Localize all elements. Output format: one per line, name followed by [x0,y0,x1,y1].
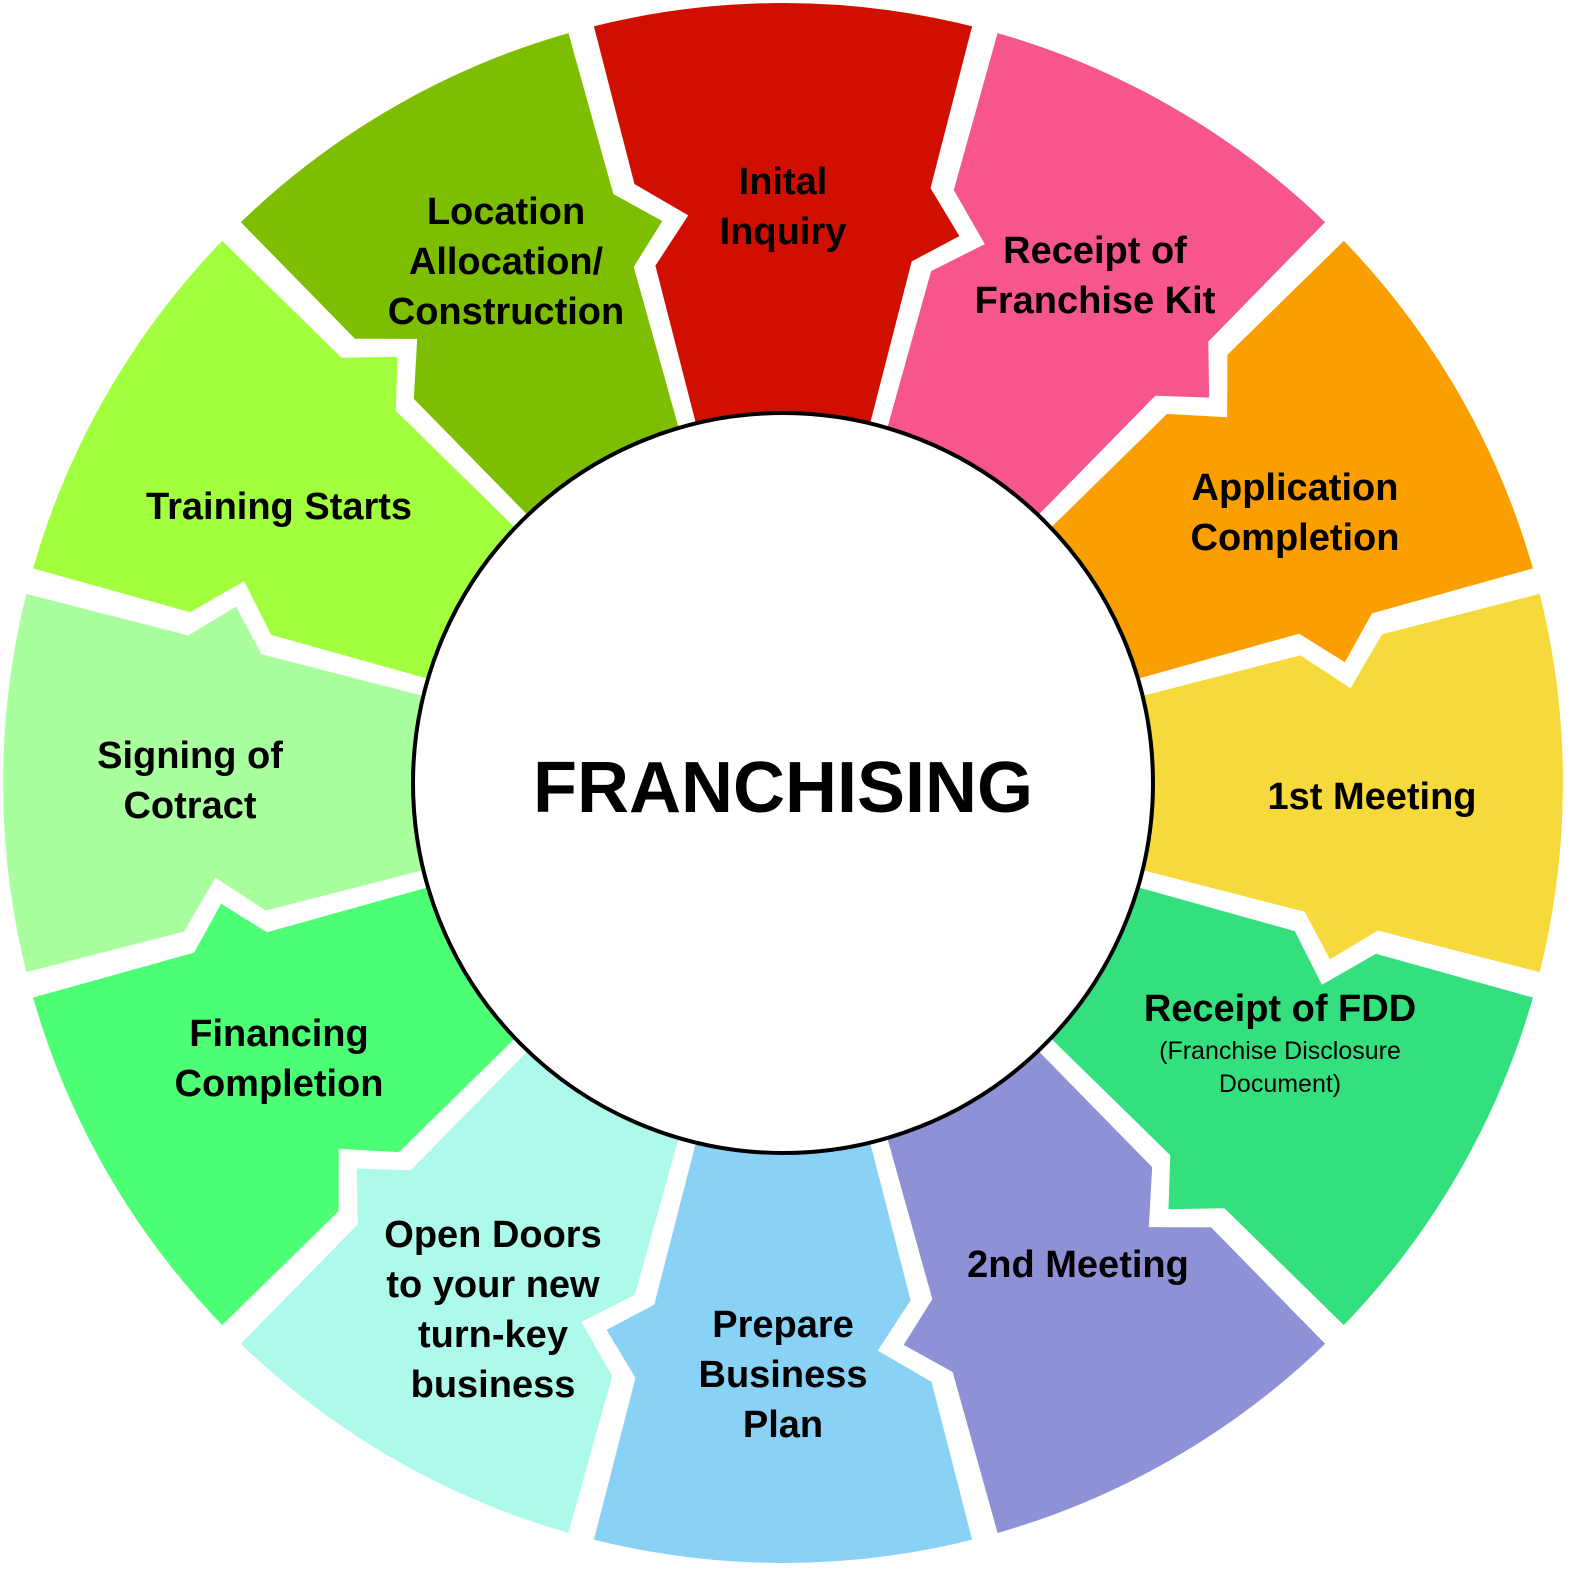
step-label-line: Signing of [97,735,283,777]
center-circle [411,411,1155,1155]
step-label: Training Starts [146,486,412,528]
step-label-line: Location [427,191,585,233]
center-title: FRANCHISING [533,748,1033,828]
step-label-line: Business [699,1354,868,1396]
step-label: 1st Meeting [1267,776,1476,818]
step-label-line: Inital [739,161,828,203]
step-label-line: Franchise Kit [975,280,1216,322]
step-sublabel-line: (Franchise Disclosure [1159,1037,1401,1065]
step-sublabel-line: Document) [1219,1070,1341,1098]
step-label-line: Prepare [712,1304,854,1346]
step-label-line: 1st Meeting [1267,776,1476,818]
step-label-line: Financing [189,1013,368,1055]
step-label-line: Receipt of [1003,230,1187,272]
step-label-line: Cotract [123,785,256,827]
step-label-line: Completion [1191,517,1400,559]
step-label-line: Plan [743,1404,823,1446]
step-label-line: 2nd Meeting [967,1244,1189,1286]
step-label-line: to your new [386,1264,600,1306]
step-label-line: Allocation/ [409,241,604,283]
step-label: Signing of Cotract [97,735,283,827]
step-label-line: Application [1192,467,1399,509]
step-label: 2nd Meeting [967,1244,1189,1286]
step-label-line: Receipt of FDD [1144,988,1416,1030]
step-label: Open Doors to your new turn-key business [384,1214,601,1406]
step-label-line: turn-key [418,1314,568,1356]
step-label-line: Construction [388,291,624,333]
step-label-line: Inquiry [720,211,847,253]
step-label: Receipt of Franchise Kit [975,230,1216,322]
step-label-line: Open Doors [384,1214,601,1256]
step-label-line: business [411,1364,576,1406]
step-label-line: Completion [175,1063,384,1105]
step-label-line: Training Starts [146,486,412,528]
